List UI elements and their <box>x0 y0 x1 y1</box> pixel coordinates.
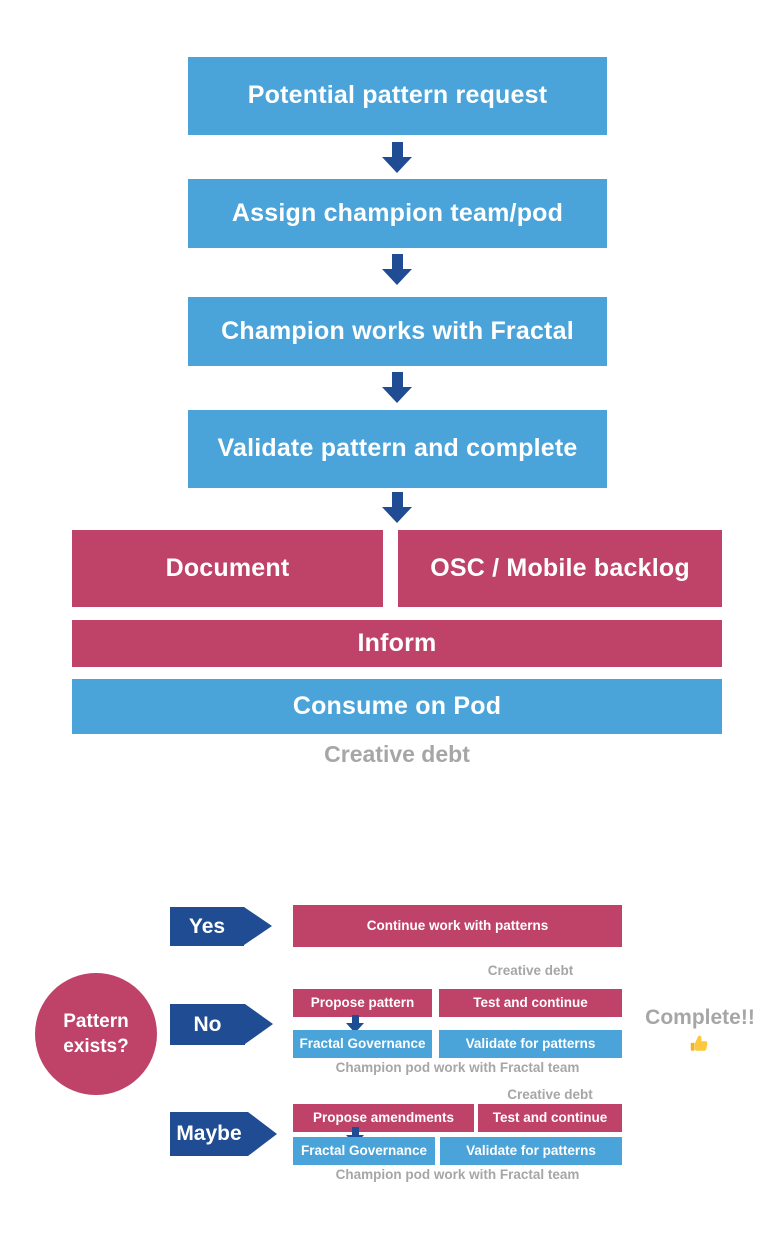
pattern-exists-decision-circle: Pattern exists? <box>35 973 157 1095</box>
creative-debt-caption: Creative debt <box>487 963 574 978</box>
chevron-tip-icon <box>244 907 272 945</box>
yes-chevron: Yes <box>170 907 272 946</box>
flow-step-validate-pattern: Validate pattern and complete <box>188 410 607 488</box>
propose-amendments-box: Propose amendments <box>293 1104 474 1132</box>
down-arrow-icon <box>382 254 412 285</box>
creative-debt-caption: Creative debt <box>324 741 470 767</box>
validate-for-patterns-box: Validate for patterns <box>439 1030 622 1058</box>
down-arrow-icon <box>382 492 412 523</box>
validate-for-patterns-box: Validate for patterns <box>440 1137 622 1165</box>
test-and-continue-box: Test and continue <box>478 1104 622 1132</box>
fractal-governance-box: Fractal Governance <box>293 1137 435 1165</box>
flow-step-champion-works-with-fractal: Champion works with Fractal <box>188 297 607 366</box>
test-and-continue-box: Test and continue <box>439 989 622 1017</box>
champion-pod-caption: Champion pod work with Fractal team <box>335 1060 580 1075</box>
output-document-box: Document <box>72 530 383 607</box>
fractal-governance-box: Fractal Governance <box>293 1030 432 1058</box>
output-consume-on-pod-box: Consume on Pod <box>72 679 722 734</box>
complete-label: Complete!! <box>645 1006 755 1029</box>
down-arrow-icon <box>382 372 412 403</box>
down-arrow-icon <box>382 142 412 173</box>
yes-label: Yes <box>170 907 244 946</box>
maybe-chevron: Maybe <box>170 1112 277 1156</box>
no-label: No <box>170 1004 245 1045</box>
flow-step-assign-champion: Assign champion team/pod <box>188 179 607 248</box>
no-chevron: No <box>170 1004 273 1045</box>
output-inform-box: Inform <box>72 620 722 667</box>
down-arrow-icon <box>346 1015 364 1033</box>
chevron-tip-icon <box>245 1004 273 1044</box>
maybe-label: Maybe <box>170 1112 248 1156</box>
thumbs-up-icon <box>688 1033 710 1055</box>
flow-step-potential-pattern-request: Potential pattern request <box>188 57 607 135</box>
creative-debt-caption: Creative debt <box>507 1087 593 1102</box>
chevron-tip-icon <box>248 1112 277 1156</box>
propose-pattern-box: Propose pattern <box>293 989 432 1017</box>
champion-pod-caption: Champion pod work with Fractal team <box>335 1167 580 1182</box>
output-osc-mobile-backlog-box: OSC / Mobile backlog <box>398 530 722 607</box>
continue-work-with-patterns-box: Continue work with patterns <box>293 905 622 947</box>
